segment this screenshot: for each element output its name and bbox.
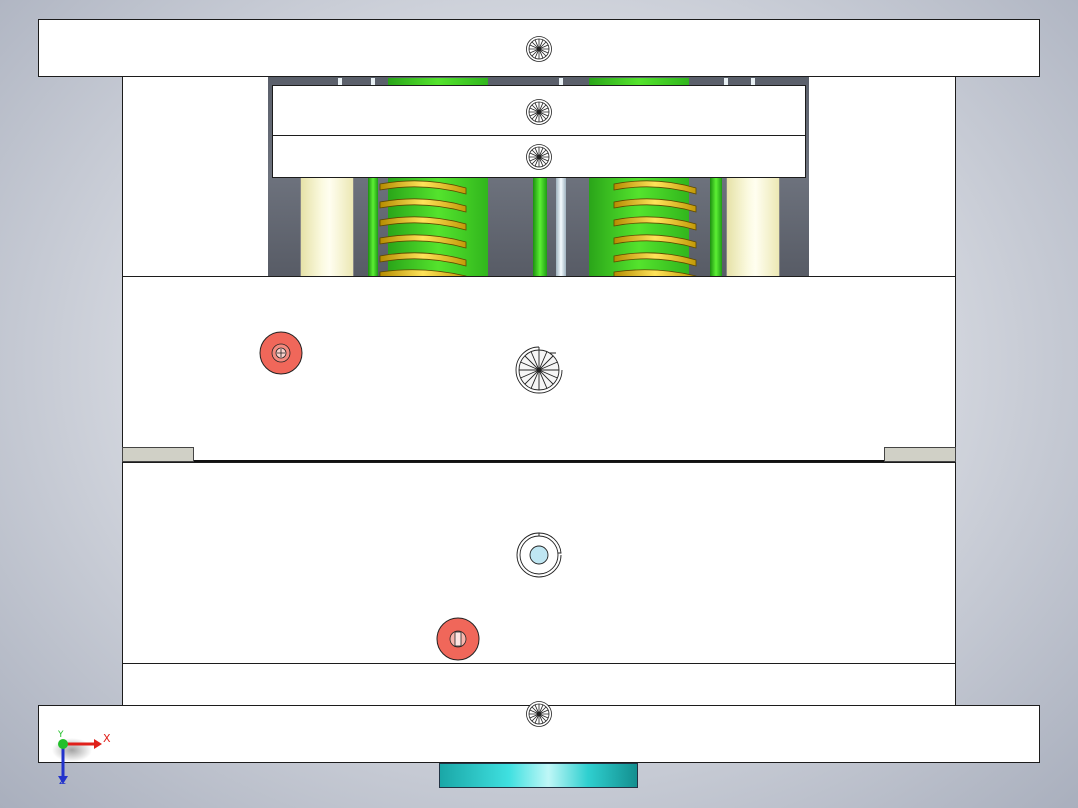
guide-block-right[interactable] (884, 447, 956, 462)
socket-head-screw-icon[interactable] (525, 98, 553, 126)
return-pin-2[interactable] (710, 178, 722, 278)
locating-ring[interactable] (439, 763, 638, 788)
pin-top-small-1 (338, 78, 342, 86)
guide-pillar-left[interactable] (300, 176, 354, 278)
pin-top-small-4 (724, 78, 728, 86)
red-screw-head-icon[interactable] (258, 330, 304, 376)
axis-label-z: Z (59, 776, 66, 787)
socket-head-screw-icon[interactable] (525, 143, 553, 171)
ejector-pin-center-right[interactable] (556, 178, 566, 278)
socket-head-screw-icon[interactable] (525, 35, 553, 63)
spring-right[interactable] (612, 178, 698, 278)
return-pin-1[interactable] (368, 178, 378, 278)
pin-top-right (589, 78, 689, 86)
spring-left[interactable] (378, 178, 468, 278)
pin-top-left (388, 78, 488, 86)
pin-top-small-2 (371, 78, 375, 86)
pin-top-small-5 (751, 78, 755, 86)
sprue-bushing-icon[interactable] (513, 529, 565, 581)
guide-pillar-right[interactable] (726, 176, 780, 278)
parting-line (194, 460, 884, 462)
spring-sleeve-left (388, 178, 488, 278)
large-screw-icon[interactable] (512, 343, 566, 397)
red-screw-head-icon[interactable] (435, 616, 481, 662)
socket-head-screw-icon[interactable] (525, 700, 553, 728)
axis-label-x: X (103, 732, 111, 745)
guide-block-left[interactable] (122, 447, 194, 462)
spring-sleeve-right (589, 178, 689, 278)
axis-label-y: Y (58, 730, 64, 740)
coordinate-triad (52, 738, 102, 784)
ejector-pin-center-left[interactable] (533, 178, 547, 278)
pin-top-small-3 (559, 78, 563, 86)
